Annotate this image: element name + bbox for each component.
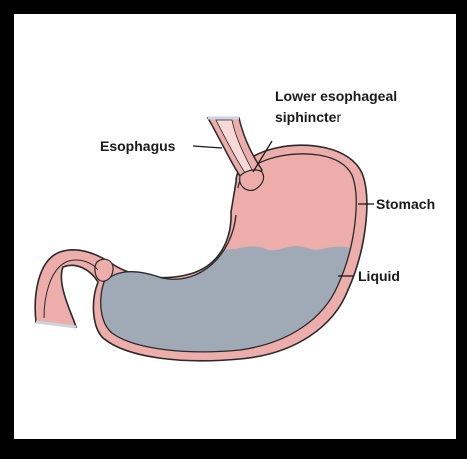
label-sphincter-line2: siphincter [275,109,341,125]
esophagus-leader [193,146,222,148]
label-stomach: Stomach [376,196,435,212]
label-sphincter-regular: r [336,109,341,125]
label-esophagus: Esophagus [100,138,176,154]
label-sphincter-line1: Lower esophageal [275,88,397,104]
label-sphincter-bold: siphincte [275,109,337,125]
label-liquid: Liquid [358,268,400,284]
